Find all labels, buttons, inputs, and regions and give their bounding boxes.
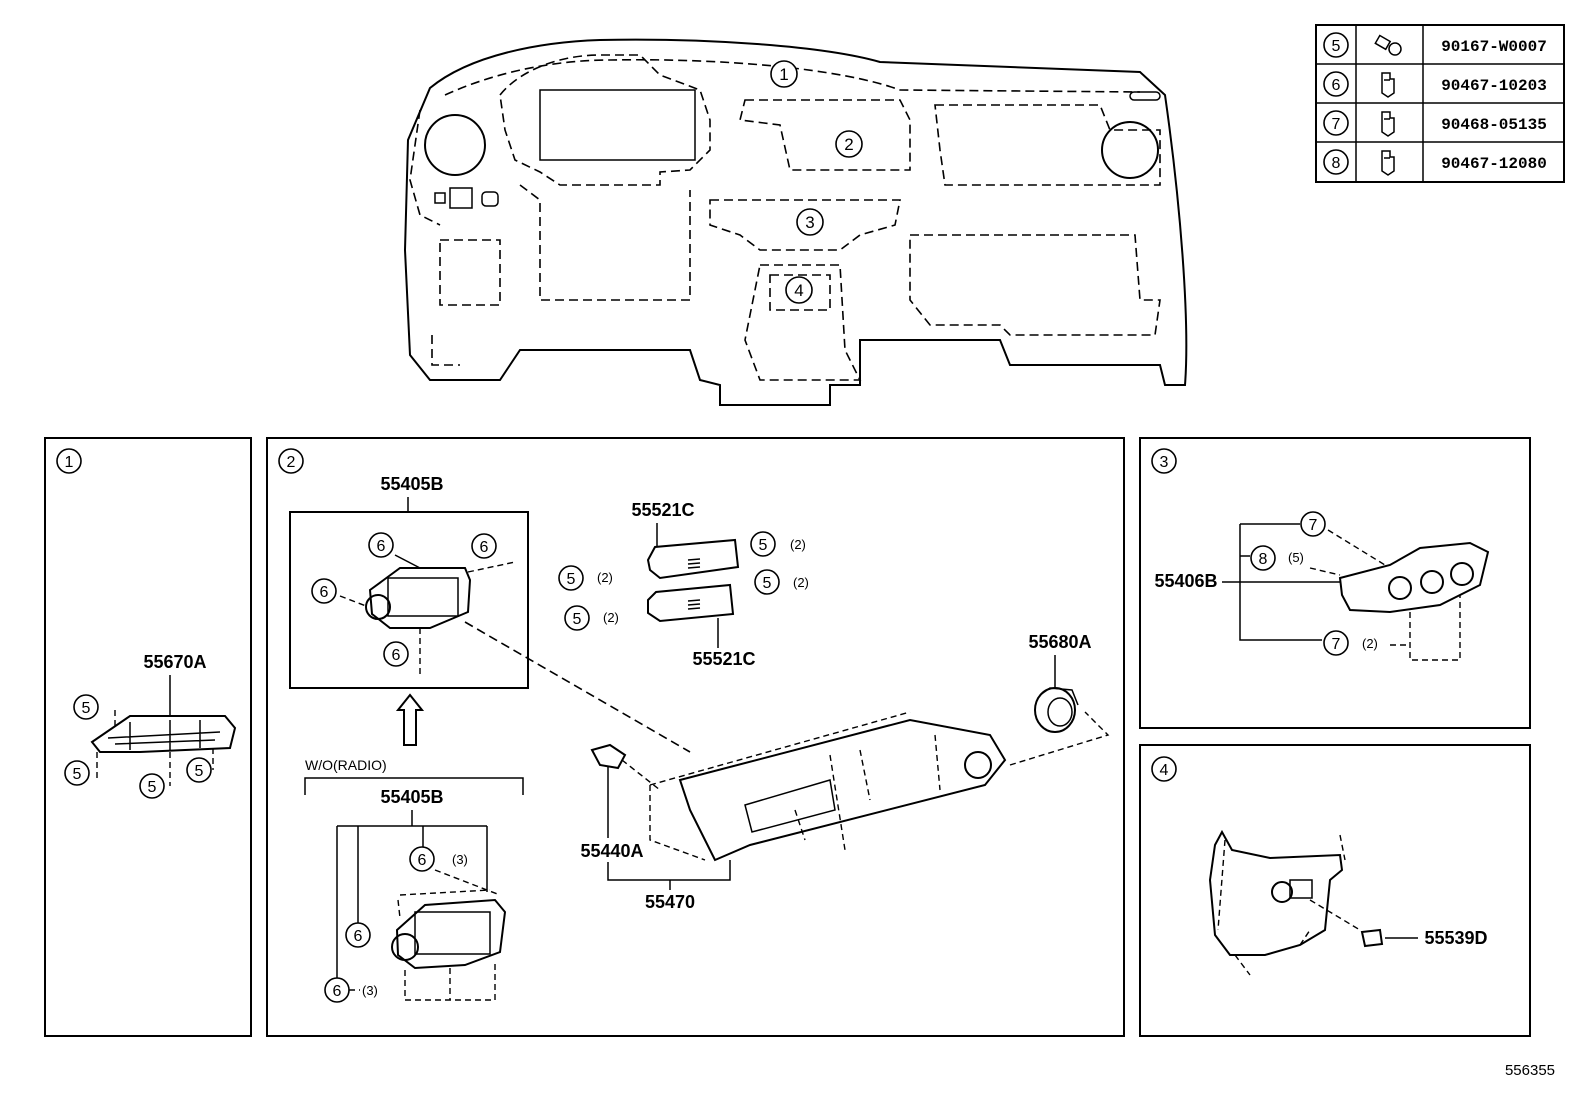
knob-part xyxy=(1034,687,1079,733)
quantity-label: (2) xyxy=(790,537,806,552)
callout-5: 5 xyxy=(195,763,204,780)
panel-index: 3 xyxy=(1160,454,1169,471)
callout-5: 5 xyxy=(763,575,772,592)
callout-number: 6 xyxy=(1332,77,1341,94)
quantity-label: (3) xyxy=(452,852,468,867)
part-label: 55539D xyxy=(1424,928,1487,948)
part-label: 55405B xyxy=(380,474,443,494)
clip-icon xyxy=(1381,150,1395,176)
detail-panel-1: 1 55670A 5 5 5 5 xyxy=(44,437,252,1037)
table-row: 7 90468-05135 xyxy=(1323,110,1547,137)
vent-part xyxy=(90,715,237,753)
dashboard-overview: 1 2 3 4 xyxy=(403,38,1188,406)
clip-part xyxy=(647,583,735,623)
callout-6: 6 xyxy=(354,928,363,945)
part-label: 55440A xyxy=(580,841,643,861)
lock-cover-part xyxy=(590,743,627,770)
callout-7: 7 xyxy=(1332,636,1341,653)
detail-panel-3: 3 55406B 7 8 (5) 7 (2) xyxy=(1139,437,1531,729)
callout-5: 5 xyxy=(759,537,768,554)
part-number: 90467-10203 xyxy=(1441,77,1547,95)
part-label: 55405B xyxy=(380,787,443,807)
part-label: 55670A xyxy=(143,652,206,672)
overview-callout: 4 xyxy=(794,281,803,300)
glove-box xyxy=(649,711,1007,862)
callout-6: 6 xyxy=(480,539,489,556)
table-row: 5 90167-W0007 xyxy=(1323,32,1547,58)
quantity-label: (2) xyxy=(597,570,613,585)
screw-icon xyxy=(1374,34,1402,56)
detail-panel-2: 2 55405B 6 6 6 6 W/O(RADIO) 55405B xyxy=(266,437,1125,1037)
part-label: 55470 xyxy=(645,892,695,912)
clip-part xyxy=(1360,928,1384,948)
switch-panel xyxy=(1338,541,1490,614)
part-label: 55406B xyxy=(1154,571,1217,591)
callout-5: 5 xyxy=(148,779,157,796)
audio-bezel-no-radio xyxy=(391,898,507,970)
callout-5: 5 xyxy=(567,571,576,588)
quantity-label: (2) xyxy=(1362,636,1378,651)
detail-panel-4: 4 55539D xyxy=(1139,744,1531,1037)
parts-table: 5 90167-W0007 6 90467-10203 7 90468-0513… xyxy=(1315,24,1565,183)
callout-7: 7 xyxy=(1309,517,1318,534)
overview-callout: 2 xyxy=(844,135,853,154)
callout-5: 5 xyxy=(73,766,82,783)
center-console xyxy=(1208,829,1346,976)
part-number: 90468-05135 xyxy=(1441,116,1547,134)
callout-6: 6 xyxy=(377,538,386,555)
clip-icon xyxy=(1381,111,1395,137)
panel-index: 2 xyxy=(287,454,296,471)
callout-number: 8 xyxy=(1332,155,1341,172)
overview-callout: 3 xyxy=(805,213,814,232)
part-label: 55521C xyxy=(692,649,755,669)
panel-index: 4 xyxy=(1160,762,1169,779)
callout-6: 6 xyxy=(392,647,401,664)
figure-id: 556355 xyxy=(1505,1062,1555,1079)
part-label: 55521C xyxy=(631,500,694,520)
callout-6: 6 xyxy=(320,584,329,601)
panel-index: 1 xyxy=(65,454,74,471)
audio-bezel xyxy=(365,567,472,629)
callout-5: 5 xyxy=(573,611,582,628)
callout-number: 7 xyxy=(1332,116,1341,133)
clip-icon xyxy=(1381,72,1395,98)
quantity-label: (3) xyxy=(362,983,378,998)
quantity-label: (2) xyxy=(793,575,809,590)
callout-6: 6 xyxy=(333,983,342,1000)
callout-5: 5 xyxy=(82,700,91,717)
up-arrow-icon xyxy=(395,693,425,746)
part-number: 90467-12080 xyxy=(1441,155,1547,173)
condition-label: W/O(RADIO) xyxy=(305,757,387,773)
callout-number: 5 xyxy=(1332,38,1341,55)
overview-callout: 1 xyxy=(779,65,788,84)
table-row: 6 90467-10203 xyxy=(1323,71,1547,98)
table-row: 8 90467-12080 xyxy=(1323,149,1547,176)
quantity-label: (5) xyxy=(1288,550,1304,565)
callout-8: 8 xyxy=(1259,551,1268,568)
callout-6: 6 xyxy=(418,852,427,869)
part-number: 90167-W0007 xyxy=(1441,38,1547,56)
quantity-label: (2) xyxy=(603,610,619,625)
part-label: 55680A xyxy=(1028,632,1091,652)
